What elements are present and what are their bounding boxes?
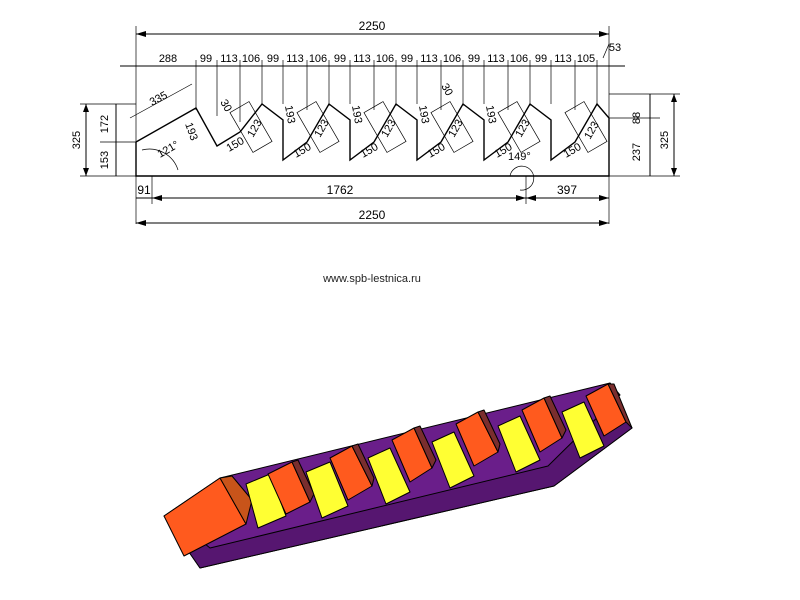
- dim-step-5: 123: [513, 118, 533, 140]
- dim-step-2: 123: [312, 118, 332, 140]
- top-seg-18: 105: [577, 53, 595, 65]
- dim-riser-1: 193: [182, 121, 200, 142]
- top-seg-2: 113: [220, 53, 238, 65]
- dim-left-lower: 153: [99, 151, 111, 169]
- stair-3d-model: [163, 382, 633, 569]
- dim-riser-5: 193: [483, 104, 498, 124]
- top-seg-8: 113: [353, 53, 371, 65]
- top-seg-11: 113: [420, 53, 438, 65]
- top-seg-12: 106: [443, 53, 461, 65]
- top-seg-7: 99: [334, 53, 346, 65]
- dim-left-upper: 172: [99, 115, 111, 133]
- block-yellow-5: [497, 415, 541, 473]
- stringer-outline: [135, 102, 610, 177]
- top-seg-3: 106: [242, 53, 260, 65]
- step-boxes: [229, 101, 608, 153]
- technical-drawing: 2250 288 99 113 106: [71, 19, 680, 226]
- dim-angle-right: 149°: [508, 151, 531, 163]
- dim-right-upper: 88: [631, 112, 643, 124]
- dim-left-total: 325: [71, 131, 83, 149]
- top-seg-10: 99: [401, 53, 413, 65]
- top-seg-4: 99: [267, 53, 279, 65]
- dim-total-top: 2250: [359, 19, 386, 33]
- top-seg-5: 113: [286, 53, 304, 65]
- block-yellow-3: [367, 447, 411, 505]
- block-yellow-4: [431, 431, 475, 489]
- dim-total-bottom: 2250: [359, 208, 386, 222]
- dim-step-3: 123: [379, 118, 399, 140]
- top-segment-ticks: [195, 60, 598, 122]
- top-seg-13: 99: [468, 53, 480, 65]
- dim-riser-2: 193: [282, 104, 297, 124]
- top-seg-6: 106: [309, 53, 327, 65]
- dim-step-6: 123: [582, 120, 602, 142]
- top-seg-14: 113: [487, 53, 505, 65]
- top-seg-9: 106: [376, 53, 394, 65]
- website-caption: www.spb-lestnica.ru: [322, 273, 421, 285]
- dim-tread-1: 150: [225, 135, 247, 155]
- dim-angle-offset-mid: 30: [438, 82, 455, 99]
- top-seg-16: 99: [535, 53, 547, 65]
- block-yellow-1: [245, 473, 287, 529]
- block-yellow-2: [305, 461, 349, 519]
- dim-right-lower: 237: [631, 143, 643, 161]
- dim-slanted-top: 335: [148, 89, 170, 108]
- dim-riser-4: 193: [416, 104, 431, 124]
- dim-angle-offset-left: 30: [217, 98, 234, 115]
- dim-riser-3: 193: [349, 104, 364, 124]
- dim-tread-4: 150: [426, 141, 448, 161]
- top-right-offset: 53: [609, 42, 621, 54]
- top-seg-1: 99: [200, 53, 212, 65]
- dim-tread-2: 150: [292, 141, 314, 161]
- dim-angle-left: 121°: [156, 139, 182, 161]
- dim-tread-6: 150: [562, 141, 584, 161]
- block-yellow-6: [561, 401, 605, 459]
- dim-right-total: 325: [659, 131, 671, 149]
- dim-bottom-1: 1762: [327, 183, 354, 197]
- dim-step-4: 123: [446, 118, 466, 140]
- top-seg-15: 106: [510, 53, 528, 65]
- dim-tread-3: 150: [359, 141, 381, 161]
- dim-bottom-0: 91: [137, 183, 151, 197]
- top-seg-17: 113: [554, 53, 572, 65]
- top-seg-0: 288: [159, 53, 177, 65]
- dim-bottom-2: 397: [557, 183, 577, 197]
